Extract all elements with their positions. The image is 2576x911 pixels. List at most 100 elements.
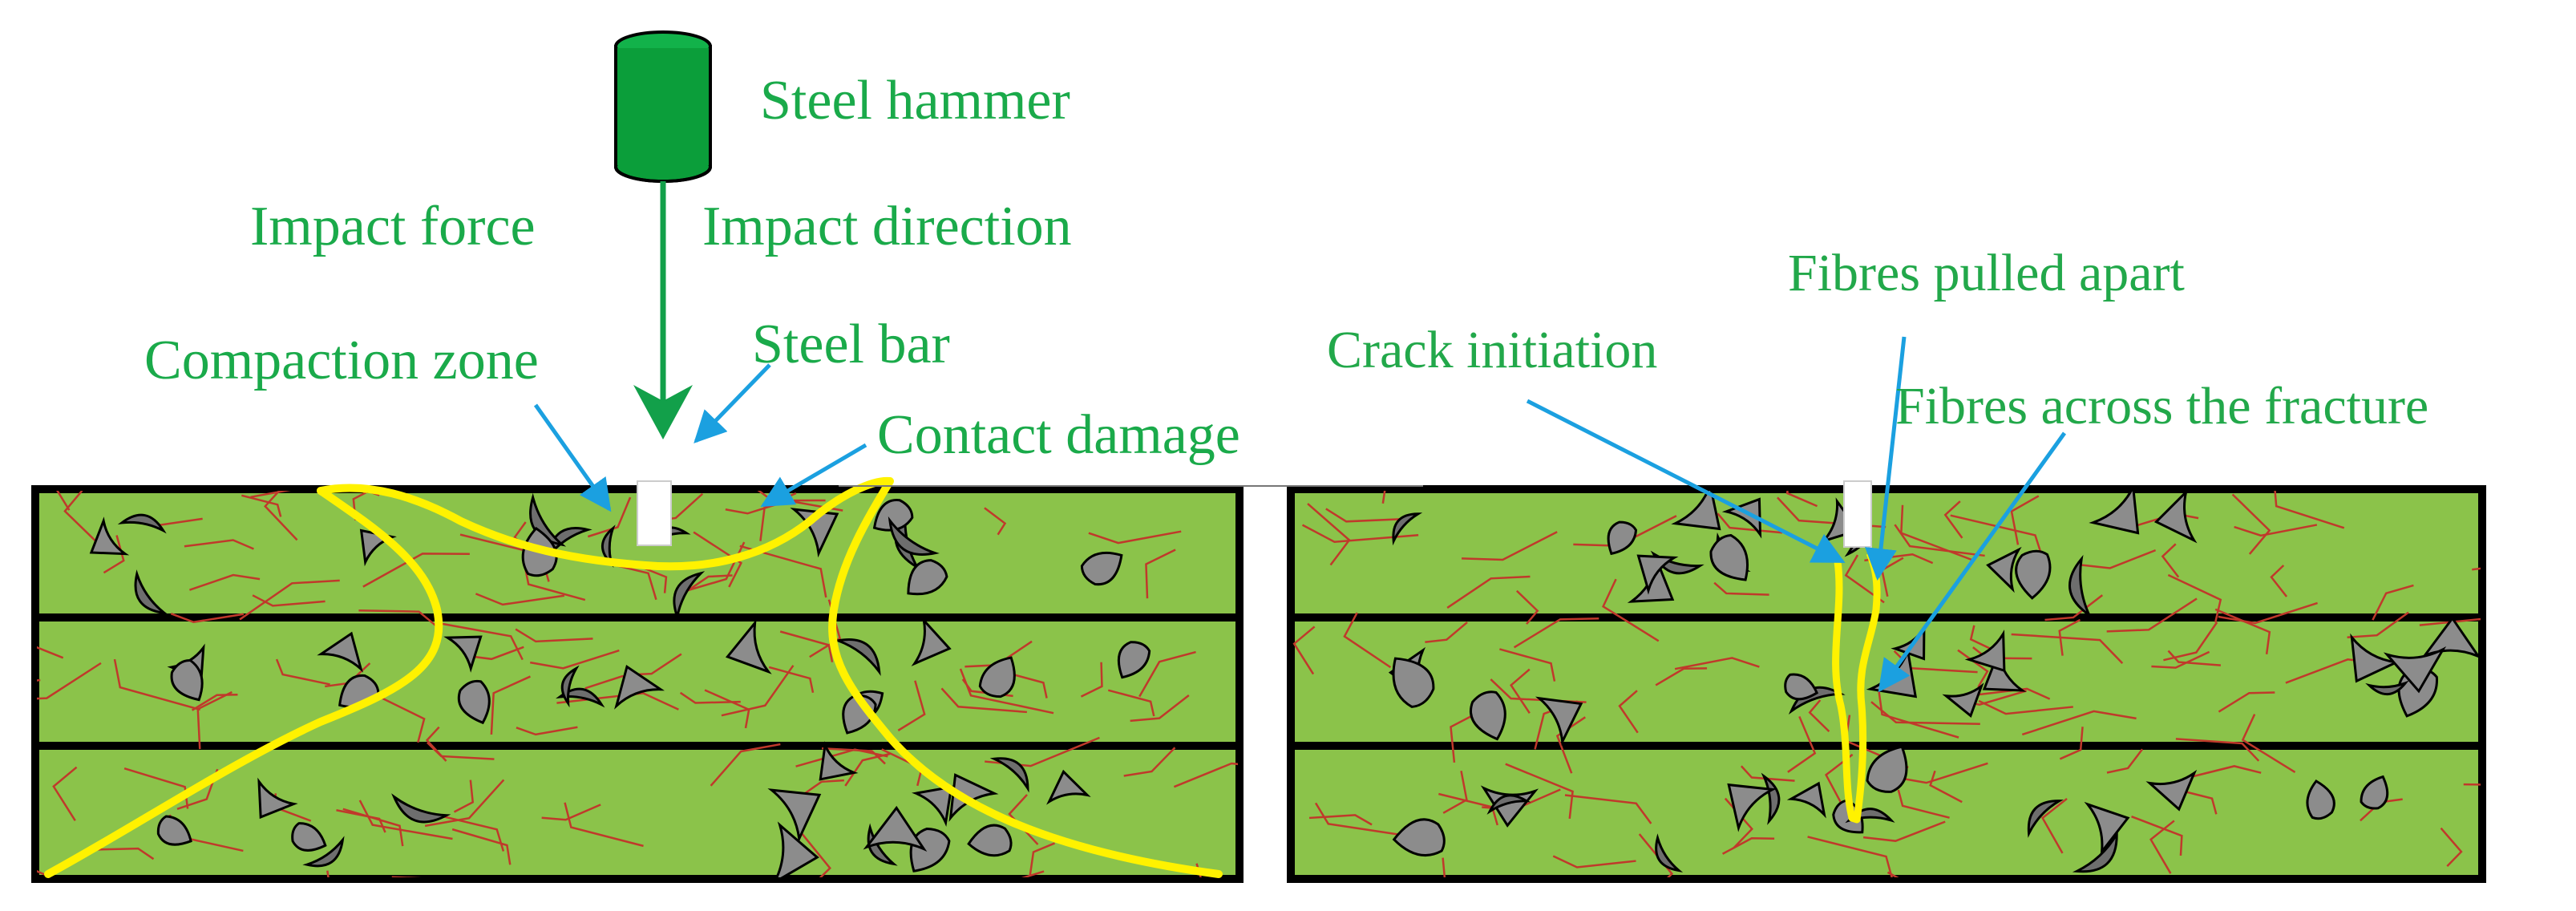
left-fibre <box>196 690 233 750</box>
right-fibre <box>2167 573 2222 623</box>
right-aggregate <box>1392 512 1423 546</box>
left-fibre <box>431 812 505 852</box>
right-aggregate <box>1721 497 1762 539</box>
steel-bar-pointer <box>694 363 771 443</box>
right-fibre <box>1943 500 1963 539</box>
right-fibre <box>1552 855 1636 868</box>
fibres-pulled-apart-label: Fibres pulled apart <box>1788 244 2185 302</box>
left-fibre <box>541 804 601 821</box>
right-fibre <box>2058 618 2081 656</box>
left-fibre <box>1145 549 1176 599</box>
right-aggregate <box>2084 801 2130 856</box>
left-fibre <box>56 491 71 511</box>
right-fibre <box>2161 543 2180 578</box>
right-fibre <box>1713 581 1769 596</box>
right-fibre <box>2011 633 2124 664</box>
right-aggregates <box>1388 491 2481 873</box>
left-fibre <box>250 491 380 499</box>
left-aggregate <box>771 821 819 877</box>
left-fibre <box>113 658 201 711</box>
right-aggregate <box>1986 546 2022 593</box>
left-fibre <box>984 507 1007 536</box>
left-aggregate <box>948 773 999 822</box>
crack-initiation-label: Crack initiation <box>1327 321 1657 379</box>
right-fibre <box>1957 649 1989 688</box>
left-aggregate <box>317 631 363 673</box>
left-fibre <box>453 779 475 813</box>
left-fibre <box>264 491 298 541</box>
right-fibre <box>2372 584 2414 621</box>
steel-hammer-icon <box>614 30 712 183</box>
left-fibre <box>822 747 886 765</box>
right-aggregate <box>2089 491 2140 535</box>
right-fibre <box>1618 690 1639 734</box>
left-fibre <box>103 535 125 574</box>
right-aggregate <box>1655 833 1684 873</box>
left-fibre <box>91 847 155 860</box>
contact-damage-label: Contact damage <box>877 404 1240 466</box>
crack-initiation-pointer <box>1526 399 1846 564</box>
right-fibre <box>2131 815 2183 856</box>
left-aggregate <box>790 508 839 558</box>
left-aggregate <box>907 559 948 596</box>
right-fibre <box>1929 770 1963 804</box>
right-crack <box>1832 552 1881 824</box>
right-fibre <box>2175 738 2260 762</box>
left-aggregates <box>89 492 1151 877</box>
right-aggregate <box>1727 783 1777 832</box>
left-aggregate <box>767 788 822 844</box>
right-fibre <box>2106 748 2144 774</box>
right-aggregate <box>2360 775 2389 810</box>
right-aggregate <box>2145 769 2198 812</box>
right-fibre <box>2231 493 2271 555</box>
steel-bar-label: Steel bar <box>752 314 950 375</box>
right-aggregate <box>1942 682 1984 719</box>
right-fibre <box>2021 710 2137 736</box>
steel-hammer-label: Steel hammer <box>760 70 1070 132</box>
left-fibre <box>681 574 733 596</box>
left-damage-outline <box>317 476 1223 878</box>
right-fibre <box>1785 491 1818 508</box>
left-aggregate <box>302 836 345 868</box>
left-aggregate <box>833 638 881 677</box>
left-aggregate <box>912 785 953 828</box>
left-aggregate <box>673 571 706 622</box>
left-fibre <box>362 553 470 588</box>
right-fibre <box>2183 765 2262 780</box>
left-aggregate <box>978 656 1016 698</box>
left-aggregate <box>391 793 451 824</box>
compaction-zone-pointer <box>533 403 612 512</box>
left-fibre <box>63 491 98 544</box>
right-fibre <box>1425 621 1468 643</box>
right-fibre <box>1442 857 1446 877</box>
right-fibre <box>2163 622 2218 662</box>
right-aggregate <box>1709 533 1749 581</box>
right-fibre <box>1602 578 1660 642</box>
right-fibre <box>2106 597 2198 633</box>
right-fibre <box>1446 575 1531 609</box>
compaction-zone-label: Compaction zone <box>144 330 539 391</box>
left-aggregate <box>1117 641 1151 679</box>
right-fibre <box>1674 657 1760 670</box>
left-aggregate <box>614 665 665 710</box>
left-fibre <box>515 628 593 643</box>
right-fibre <box>2080 549 2157 569</box>
right-aggregate <box>1607 520 1638 556</box>
right-fibre <box>1513 617 1599 649</box>
right-fibre <box>2347 611 2409 639</box>
left-fibre <box>1107 689 1155 717</box>
right-fibre <box>2419 617 2481 626</box>
right-aggregate <box>2072 829 2118 873</box>
right-fibre <box>2044 594 2104 622</box>
left-aggregate <box>170 659 204 702</box>
right-fibre <box>1292 626 1316 675</box>
right-aggregate <box>1786 781 1826 819</box>
right-aggregate <box>1392 818 1446 857</box>
left-fibre <box>516 726 578 736</box>
right-fibre <box>1638 833 1674 877</box>
left-fibre <box>1088 530 1182 545</box>
left-fibre <box>587 496 632 538</box>
left-fibre <box>693 531 742 588</box>
right-fibre <box>1655 667 1708 686</box>
